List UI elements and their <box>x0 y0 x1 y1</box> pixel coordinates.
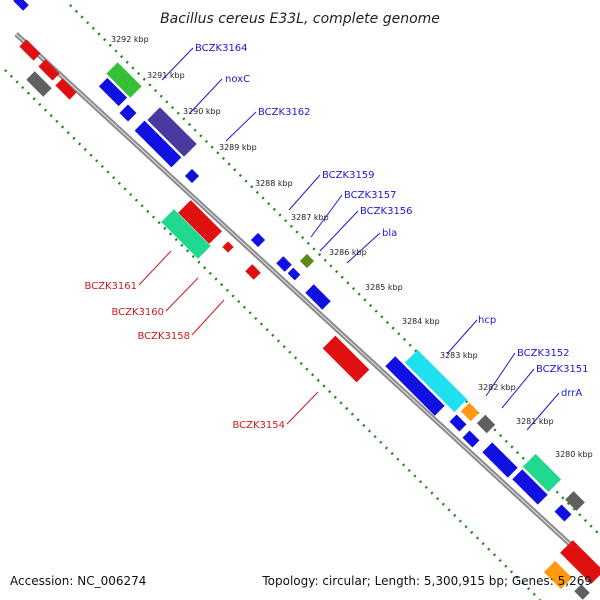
outer-tick-track <box>69 4 599 534</box>
inner-tick-track <box>4 69 541 600</box>
gene-navy[interactable] <box>147 107 197 157</box>
kbp-label: 3280 kbp <box>555 450 593 459</box>
gene-label: BCZK3157 <box>344 190 397 201</box>
kbp-label: 3292 kbp <box>111 35 149 44</box>
gene-blue[interactable] <box>119 104 137 122</box>
gene-blue[interactable] <box>449 414 467 432</box>
kbp-label: 3287 kbp <box>291 213 329 222</box>
gene-red[interactable] <box>178 200 222 244</box>
gene-label: noxC <box>225 74 250 85</box>
gene-red[interactable] <box>38 59 60 81</box>
gene-label: BCZK3162 <box>258 107 311 118</box>
gene-gray[interactable] <box>565 491 585 511</box>
gene-blue[interactable] <box>184 168 200 184</box>
gene-label: hcp <box>478 315 496 326</box>
gene-cyan[interactable] <box>404 349 468 413</box>
genome-backbone-highlight <box>15 33 599 571</box>
kbp-label: 3285 kbp <box>365 283 403 292</box>
gene-gray[interactable] <box>26 71 52 97</box>
gene-label: BCZK3161 <box>84 281 137 292</box>
gene-blue[interactable] <box>305 284 331 310</box>
gene-red[interactable] <box>222 241 234 253</box>
genome-title: Bacillus cereus E33L, complete genome <box>160 11 440 27</box>
leader-lines <box>138 47 560 431</box>
gene-olive[interactable] <box>299 253 315 269</box>
gene-green[interactable] <box>106 62 142 98</box>
gene-label: drrA <box>561 388 582 399</box>
kbp-label: 3290 kbp <box>183 107 221 116</box>
gene-label: BCZK3158 <box>137 331 190 342</box>
kbp-label: 3286 kbp <box>329 248 367 257</box>
gene-blue[interactable] <box>482 442 518 478</box>
gene-label: BCZK3156 <box>360 206 413 217</box>
gene-red[interactable] <box>560 540 600 584</box>
gene-label: BCZK3154 <box>232 420 285 431</box>
gene-blue[interactable] <box>276 256 292 272</box>
gene-orange[interactable] <box>460 402 480 422</box>
gene-mint[interactable] <box>161 209 211 259</box>
gene-blue[interactable] <box>554 504 572 522</box>
gene-blue[interactable] <box>13 0 29 11</box>
gene-blue[interactable] <box>250 232 266 248</box>
gene-blue[interactable] <box>512 469 548 505</box>
gene-blue[interactable] <box>98 77 128 107</box>
gene-label: BCZK3164 <box>195 43 248 54</box>
gene-red[interactable] <box>19 39 41 61</box>
gene-blue[interactable] <box>134 120 182 168</box>
gene-blue[interactable] <box>385 356 445 416</box>
kbp-label: 3284 kbp <box>402 317 440 326</box>
gene-label: BCZK3151 <box>536 364 589 375</box>
gene-gray[interactable] <box>574 584 590 600</box>
gene-red[interactable] <box>245 264 261 280</box>
gene-label: bla <box>382 228 397 239</box>
genome-summary-text: Topology: circular; Length: 5,300,915 bp… <box>262 574 592 588</box>
kbp-label: 3283 kbp <box>440 351 478 360</box>
gene-orange[interactable] <box>543 560 573 590</box>
kbp-label: 3289 kbp <box>219 143 257 152</box>
gene-red[interactable] <box>55 78 77 100</box>
accession-text: Accession: NC_006274 <box>10 574 147 588</box>
gene-red[interactable] <box>322 335 370 383</box>
gene-label: BCZK3159 <box>322 170 375 181</box>
gene-label: BCZK3160 <box>111 307 164 318</box>
gene-blue[interactable] <box>462 430 480 448</box>
gene-gray[interactable] <box>476 414 496 434</box>
kbp-label: 3288 kbp <box>255 179 293 188</box>
gene-blue[interactable] <box>287 267 301 281</box>
gene-mint[interactable] <box>522 453 562 493</box>
gene-label: BCZK3152 <box>517 348 570 359</box>
kbp-label: 3282 kbp <box>478 383 516 392</box>
